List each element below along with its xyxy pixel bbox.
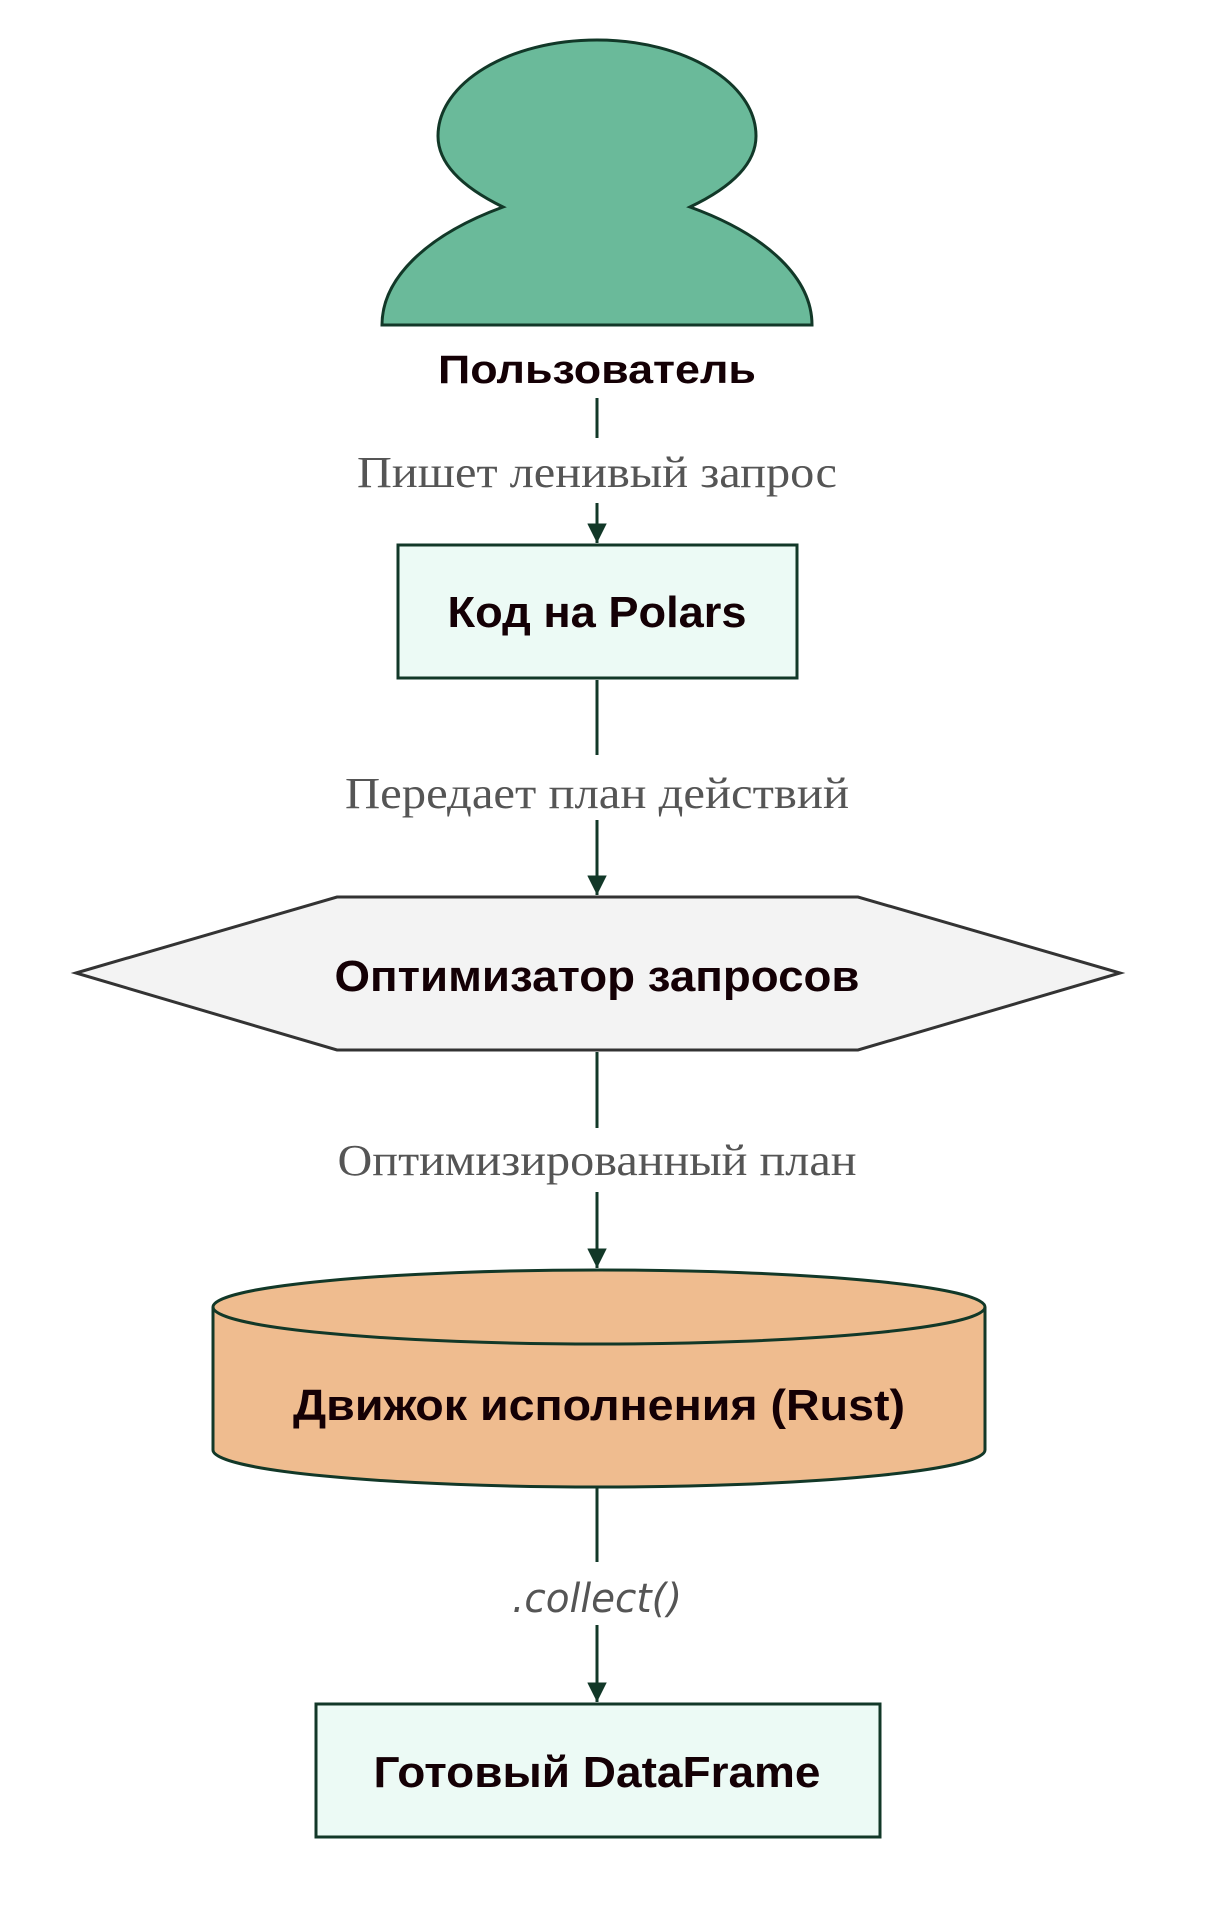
node-polars-code-label: Код на Polars (448, 588, 747, 637)
edge-label-passes-action-plan: Передает план действий (345, 769, 849, 818)
edge-optimizer-to-engine: Оптимизированный план (338, 1052, 857, 1268)
node-polars-code-box (396, 543, 799, 680)
node-execution-engine-top-rim (211, 1306, 987, 1346)
edge-engine-to-result: .collect() (512, 1487, 682, 1702)
node-result-dataframe-label: Готовый DataFrame (374, 1748, 821, 1797)
node-query-optimizer[interactable]: Оптимизатор запросов (70, 895, 1126, 1052)
node-execution-engine[interactable]: Движок исполнения (Rust) (211, 1268, 987, 1489)
edge-user-to-code: Пишет ленивый запрос (357, 398, 837, 543)
person-icon (380, 38, 814, 327)
edge-label-writes-lazy-query: Пишет ленивый запрос (357, 448, 837, 497)
node-query-optimizer-hexagon (70, 895, 1126, 1052)
node-execution-engine-body (211, 1268, 987, 1489)
node-execution-engine-label: Движок исполнения (Rust) (293, 1381, 905, 1430)
node-result-dataframe-box (314, 1702, 882, 1839)
node-polars-code[interactable]: Код на Polars (396, 543, 799, 680)
edge-code-to-optimizer: Передает план действий (345, 680, 849, 895)
node-user[interactable]: Пользователь (380, 38, 814, 392)
edge-label-collect: .collect() (512, 1576, 682, 1622)
node-result-dataframe[interactable]: Готовый DataFrame (314, 1702, 882, 1839)
edge-label-optimized-plan: Оптимизированный план (338, 1136, 857, 1185)
node-user-label: Пользователь (438, 348, 756, 392)
node-query-optimizer-label: Оптимизатор запросов (335, 952, 860, 1001)
